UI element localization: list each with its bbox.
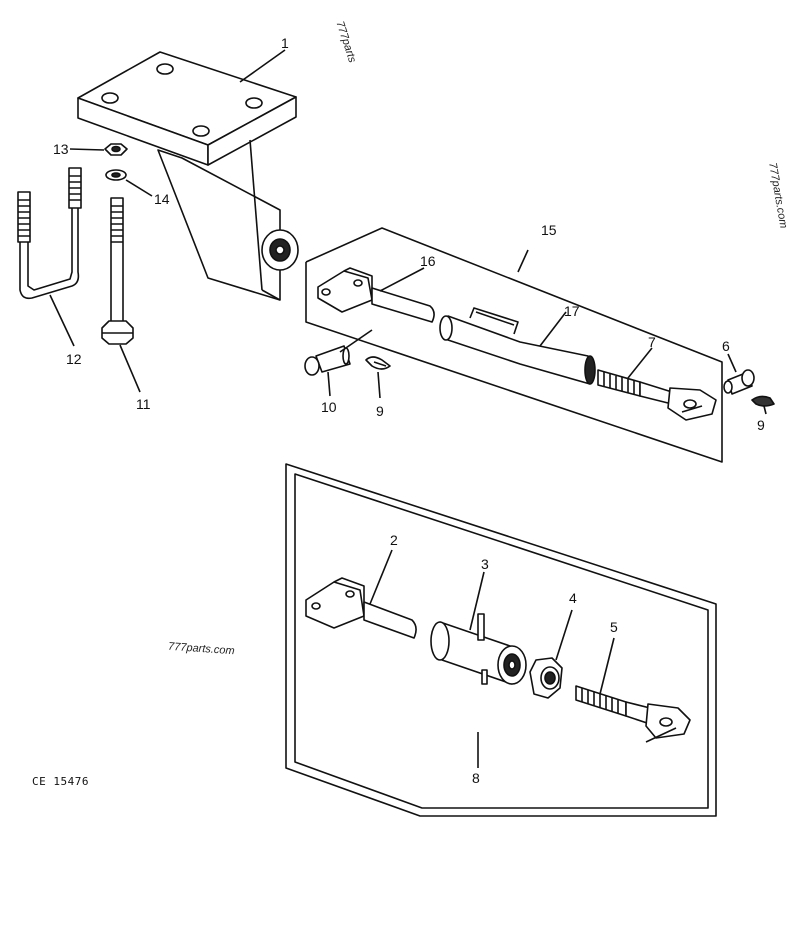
callout-15: 15: [541, 222, 557, 238]
leader-4: [555, 609, 573, 661]
callout-6: 6: [722, 338, 730, 354]
figure-code: CE 15476: [32, 775, 89, 788]
leader-7: [627, 347, 653, 379]
callout-11: 11: [136, 396, 151, 412]
washer: [105, 169, 127, 181]
callout-9-right: 9: [757, 417, 765, 433]
callout-4: 4: [569, 590, 577, 606]
clevis-2: [305, 577, 417, 639]
callout-9-left: 9: [376, 403, 384, 419]
leader-12: [49, 294, 75, 347]
callout-12: 12: [66, 351, 82, 367]
leader-5: [599, 637, 615, 695]
leader-2: [369, 549, 393, 605]
leader-11: [119, 344, 141, 393]
nut: [104, 143, 128, 156]
sleeve-3: [430, 613, 527, 685]
mounting-bracket: [77, 51, 299, 301]
leader-1: [239, 49, 286, 83]
panel-15: [305, 227, 723, 463]
clevis-pin-6: [723, 369, 755, 395]
callout-13: 13: [53, 141, 69, 157]
callout-17: 17: [564, 303, 580, 319]
leader-6: [727, 353, 737, 373]
callout-10: 10: [321, 399, 337, 415]
leader-9a: [377, 371, 381, 399]
callout-5: 5: [610, 619, 618, 635]
cotter-pin-9-left: [365, 356, 391, 370]
callout-8: 8: [472, 770, 480, 786]
leader-9b: [763, 405, 767, 415]
leader-14: [125, 179, 153, 197]
u-bolt: [17, 167, 82, 300]
tube-17: [439, 307, 596, 385]
bolt: [101, 197, 134, 345]
threaded-rod-7: [597, 369, 717, 421]
clevis-16: [317, 267, 435, 323]
nut-4: [529, 657, 563, 699]
leader-16: [379, 267, 425, 292]
callout-1: 1: [281, 35, 289, 51]
leader-17: [539, 311, 567, 347]
leader-13: [69, 148, 105, 151]
threaded-clevis-5: [575, 685, 691, 743]
leader-10: [327, 371, 331, 397]
callout-16: 16: [420, 253, 436, 269]
leader-16b: [339, 329, 373, 353]
callout-7: 7: [648, 334, 656, 350]
callout-2: 2: [390, 532, 398, 548]
panel-8: [285, 463, 717, 817]
callout-3: 3: [481, 556, 489, 572]
leader-3: [469, 571, 485, 631]
callout-14: 14: [154, 191, 170, 207]
cotter-pin-9-right: [751, 395, 775, 407]
